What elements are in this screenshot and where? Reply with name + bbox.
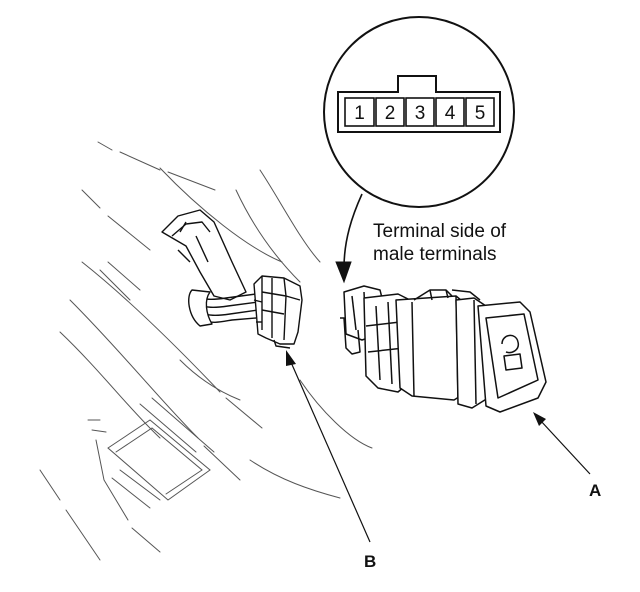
pin-2-label: 2 bbox=[385, 103, 396, 124]
caption-line-1: Terminal side of bbox=[373, 221, 507, 242]
leader-line-b bbox=[286, 350, 371, 543]
connector-pinout-callout: 1 2 3 4 5 bbox=[323, 16, 515, 208]
pin-cells bbox=[344, 97, 495, 127]
dashboard-sketch bbox=[39, 141, 373, 561]
harness-connector-b bbox=[188, 275, 303, 349]
label-b: B bbox=[364, 552, 376, 571]
mounting-bracket bbox=[161, 209, 247, 301]
caption-line-2: male terminals bbox=[373, 244, 497, 265]
pin-3-label: 3 bbox=[415, 103, 426, 124]
connector-face-outline bbox=[337, 75, 501, 133]
switch-a bbox=[340, 285, 547, 413]
leader-line-a bbox=[533, 412, 591, 475]
label-a: A bbox=[589, 481, 601, 500]
callout-arrow bbox=[335, 193, 363, 284]
pin-4-label: 4 bbox=[445, 103, 456, 124]
pin-5-label: 5 bbox=[475, 103, 486, 124]
pin-1-label: 1 bbox=[354, 103, 365, 124]
